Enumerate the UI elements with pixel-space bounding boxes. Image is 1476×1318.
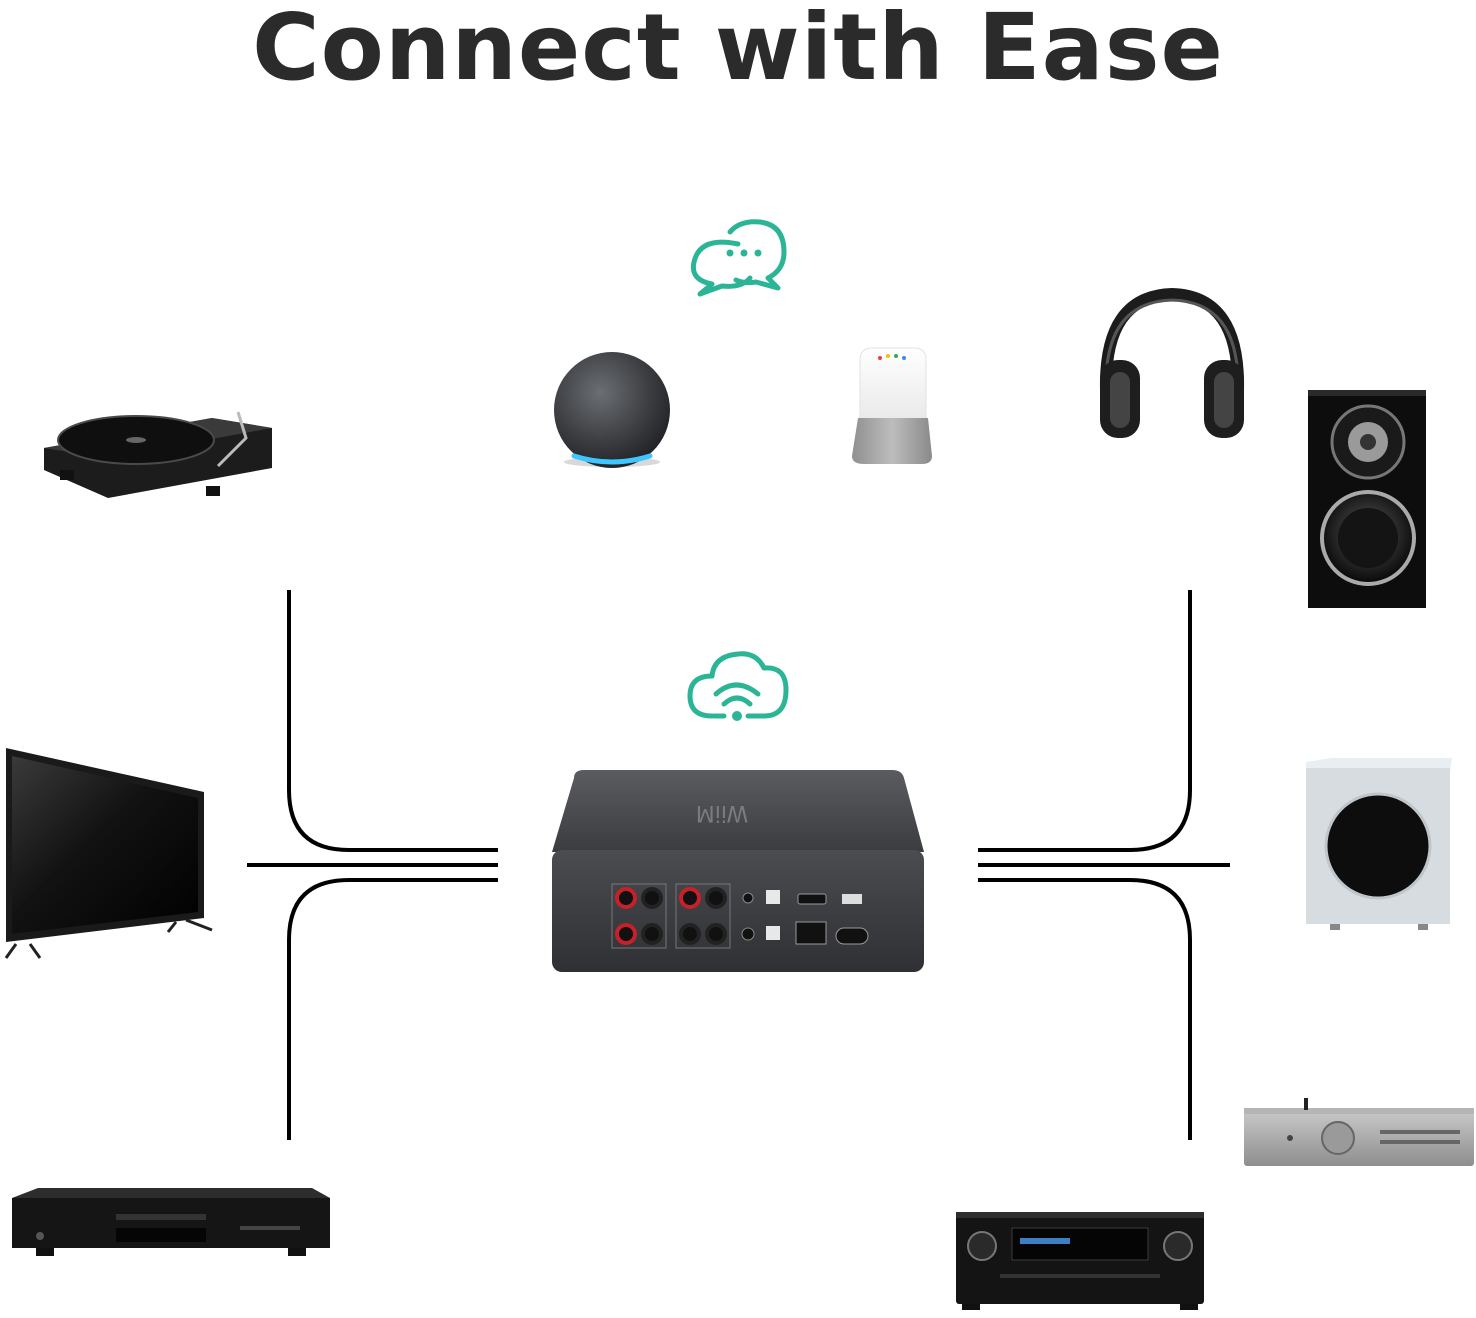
- headphones-image: [1099, 287, 1245, 438]
- connection-lines: [247, 590, 1230, 1140]
- device-logo: WiiM: [696, 800, 748, 825]
- line-cd-player: [287, 878, 498, 1140]
- bookshelf-speaker-image: [1308, 390, 1426, 608]
- subwoofer-image: [1306, 758, 1452, 930]
- google-home-speaker-image: [852, 347, 932, 464]
- line-receiver-amp: [978, 878, 1192, 1140]
- cloud-wifi-icon: [687, 651, 789, 721]
- echo-smart-speaker-image: [554, 352, 670, 468]
- line-turntable: [287, 590, 498, 852]
- page-title: Connect with Ease: [252, 0, 1224, 101]
- wiim-streamer-device: WiiM: [552, 770, 924, 972]
- turntable-image: [44, 411, 272, 498]
- stereo-amplifier-image: [1244, 1098, 1474, 1166]
- line-headphones-speaker: [978, 590, 1192, 852]
- cd-player-image: [12, 1188, 330, 1256]
- av-receiver-image: [956, 1212, 1204, 1310]
- chat-bubbles-icon: [690, 219, 787, 297]
- rca-jacks: [611, 883, 731, 949]
- television-image: [4, 748, 213, 959]
